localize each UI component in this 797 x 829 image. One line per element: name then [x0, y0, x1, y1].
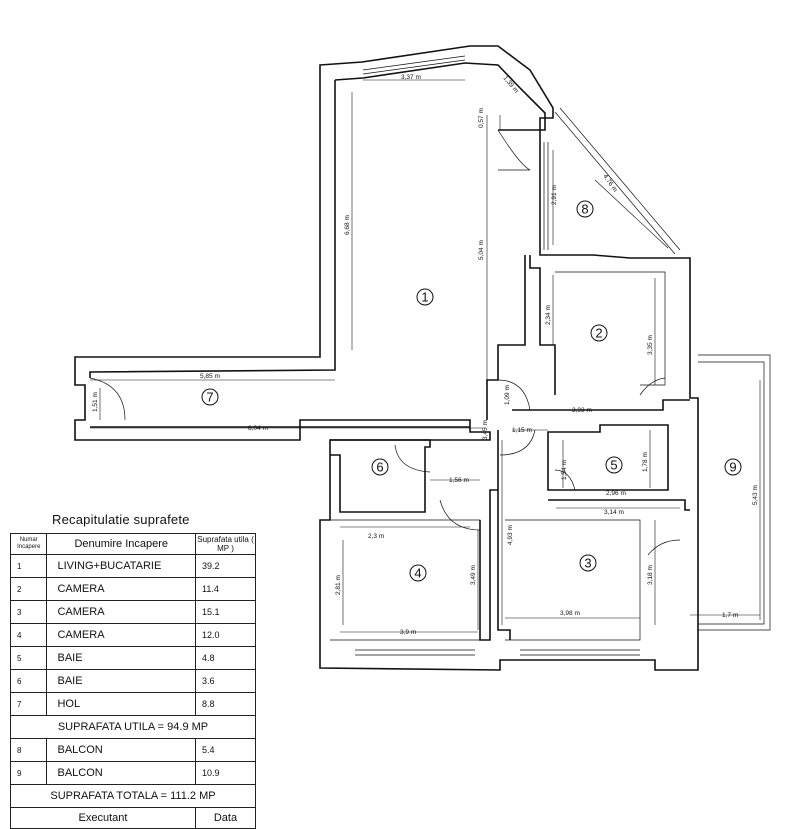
- room-number: 4: [414, 566, 421, 581]
- room-number-cell: 8: [9, 738, 48, 762]
- room-number: 1: [421, 290, 428, 305]
- dim-label: 3,45 m: [482, 420, 489, 440]
- dim-label: 3,93 m: [572, 407, 592, 414]
- room-number-cell: 5: [9, 646, 48, 670]
- room-name-cell: CAMERA: [46, 623, 196, 647]
- dim-label: 5,43 m: [752, 485, 759, 505]
- room-number: 9: [729, 460, 736, 475]
- table-row: 6 BAIE 3.6: [9, 669, 257, 693]
- header-room-name: Denumire Incapere: [46, 533, 196, 555]
- header-area: Suprafata utila ( MP ): [194, 533, 257, 555]
- room-number: 2: [595, 326, 602, 341]
- room-number: 8: [581, 202, 588, 217]
- dim-label: 1,54 m: [561, 460, 568, 480]
- room-name-cell: LIVING+BUCATARIE: [46, 554, 196, 578]
- dim-label: 5,85 m: [200, 373, 220, 380]
- room-number-cell: 7: [9, 692, 48, 716]
- dim-label: 1,78 m: [642, 452, 649, 472]
- room-number: 6: [376, 460, 383, 475]
- dim-label: 4,93 m: [507, 525, 514, 545]
- room-name-cell: BALCON: [46, 738, 196, 762]
- room-number: 5: [610, 458, 617, 473]
- dim-label: 3,98 m: [560, 610, 580, 617]
- dim-label: 1,15 m: [512, 427, 532, 434]
- signature-row: Executant Data: [10, 807, 257, 829]
- room-name-cell: BALCON: [46, 761, 196, 785]
- area-cell: 3.6: [194, 669, 257, 693]
- area-summary-table: Numar Incapere Denumire Incapere Suprafa…: [9, 533, 257, 829]
- walls: [74, 45, 771, 671]
- dim-label: 4,76 m: [601, 173, 618, 193]
- area-cell: 39.2: [194, 554, 257, 578]
- table-row: 4 CAMERA 12.0: [9, 623, 257, 647]
- dim-label: 2,34 m: [545, 305, 552, 325]
- room-name-cell: BAIE: [46, 646, 196, 670]
- room-number-cell: 3: [9, 600, 48, 624]
- table-row: 3 CAMERA 15.1: [9, 600, 257, 624]
- table-row: 2 CAMERA 11.4: [9, 577, 257, 601]
- area-cell: 10.9: [194, 761, 257, 785]
- total-area: SUPRAFATA TOTALA = 111.2 MP: [10, 784, 256, 808]
- room-number-cell: 6: [9, 669, 48, 693]
- room-name-cell: BAIE: [46, 669, 196, 693]
- table-row: 9 BALCON 10.9: [9, 761, 257, 785]
- date-label: Data: [194, 807, 257, 829]
- usable-area-total-row: SUPRAFATA UTILA = 94.9 MP: [10, 715, 256, 739]
- dim-label: 3,14 m: [604, 509, 624, 516]
- executant-label: Executant: [10, 807, 196, 829]
- room-number: 3: [584, 556, 591, 571]
- dim-label: 1,56 m: [449, 477, 469, 484]
- dim-label: 2,81 m: [335, 575, 342, 595]
- dim-label: 0,57 m: [478, 108, 485, 128]
- room-number-cell: 9: [9, 761, 48, 785]
- recap-title: Recapitulatie suprafete: [52, 512, 190, 527]
- table-row: 7 HOL 8.8: [9, 692, 257, 716]
- dim-label: 1,51 m: [92, 392, 99, 412]
- dimension-lines: [90, 79, 761, 633]
- dim-label: 3,49 m: [470, 565, 477, 585]
- area-cell: 8.8: [194, 692, 257, 716]
- total-area-row: SUPRAFATA TOTALA = 111.2 MP: [10, 784, 256, 808]
- usable-area-total: SUPRAFATA UTILA = 94.9 MP: [10, 715, 256, 739]
- dim-label: 3,9 m: [400, 629, 416, 636]
- dim-label: 1,09 m: [504, 385, 511, 405]
- dim-label: 2,91 m: [551, 185, 558, 205]
- table-row: 5 BAIE 4.8: [9, 646, 257, 670]
- dim-label: 2,3 m: [368, 533, 384, 540]
- area-cell: 5.4: [194, 738, 257, 762]
- room-name-cell: CAMERA: [46, 600, 196, 624]
- table-row: 1 LIVING+BUCATARIE 39.2: [9, 554, 257, 578]
- area-cell: 11.4: [194, 577, 257, 601]
- room-number-cell: 1: [9, 554, 48, 578]
- room-name-cell: HOL: [46, 692, 196, 716]
- table-header-row: Numar Incapere Denumire Incapere Suprafa…: [9, 533, 257, 555]
- room-number-cell: 4: [9, 623, 48, 647]
- area-cell: 4.8: [194, 646, 257, 670]
- room-number-cell: 2: [9, 577, 48, 601]
- table-row: 8 BALCON 5.4: [9, 738, 257, 762]
- room-number: 7: [206, 390, 213, 405]
- dim-label: 3,37 m: [401, 74, 421, 81]
- room-markers: 1 2 3 4 5 6 7 8 9: [201, 200, 742, 582]
- dim-label: 2,96 m: [606, 490, 626, 497]
- dim-label: 6,68 m: [344, 215, 351, 235]
- dim-label: 3,35 m: [647, 335, 654, 355]
- dim-label: 8,04 m: [248, 425, 268, 432]
- dim-label: 5,04 m: [478, 240, 485, 260]
- dim-label: 3,18 m: [647, 565, 654, 585]
- area-cell: 12.0: [194, 623, 257, 647]
- area-cell: 15.1: [194, 600, 257, 624]
- header-room-number: Numar Incapere: [9, 533, 48, 555]
- room-name-cell: CAMERA: [46, 577, 196, 601]
- dim-label: 1,7 m: [722, 612, 738, 619]
